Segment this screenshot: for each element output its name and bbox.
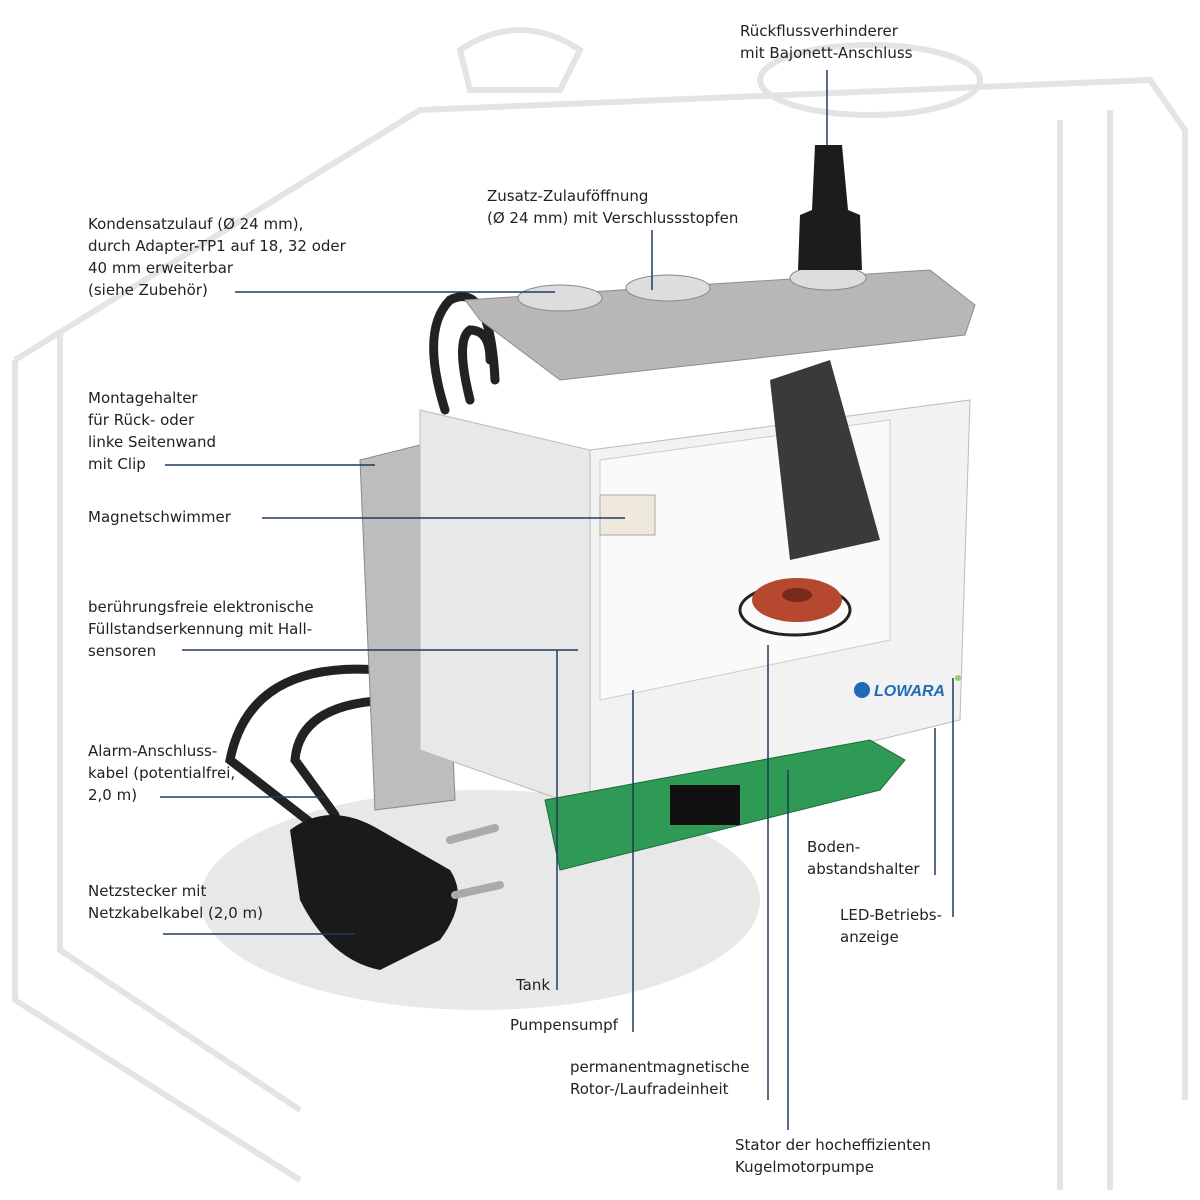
label-condensate-inlet: Kondensatzulauf (Ø 24 mm),durch Adapter-… — [88, 215, 346, 299]
leader-lines — [160, 70, 954, 1130]
discharge-pipe — [770, 360, 880, 560]
tank-left-wall — [419, 409, 591, 811]
led-indicator — [955, 675, 961, 681]
magnet-float — [599, 494, 656, 536]
label-extra-inlet: Zusatz-Zulauföffnung(Ø 24 mm) mit Versch… — [487, 187, 739, 227]
background-sketch — [12, 27, 1188, 1190]
label-spacer: Boden-abstandshalter — [807, 838, 920, 878]
power-plug — [290, 815, 458, 970]
label-sump: Pumpensumpf — [510, 1016, 618, 1034]
label-led: LED-Betriebs-anzeige — [840, 906, 942, 946]
brand-logo: LOWARA — [874, 683, 945, 700]
label-float: Magnetschwimmer — [88, 508, 231, 526]
inlet-opening — [517, 284, 603, 312]
label-tank: Tank — [516, 976, 551, 994]
extra-inlet-opening — [625, 274, 711, 302]
pcb-component — [670, 785, 740, 825]
check-valve — [798, 145, 862, 270]
label-alarm-cable: Alarm-Anschluss-kabel (potentialfrei,2,0… — [88, 742, 236, 804]
